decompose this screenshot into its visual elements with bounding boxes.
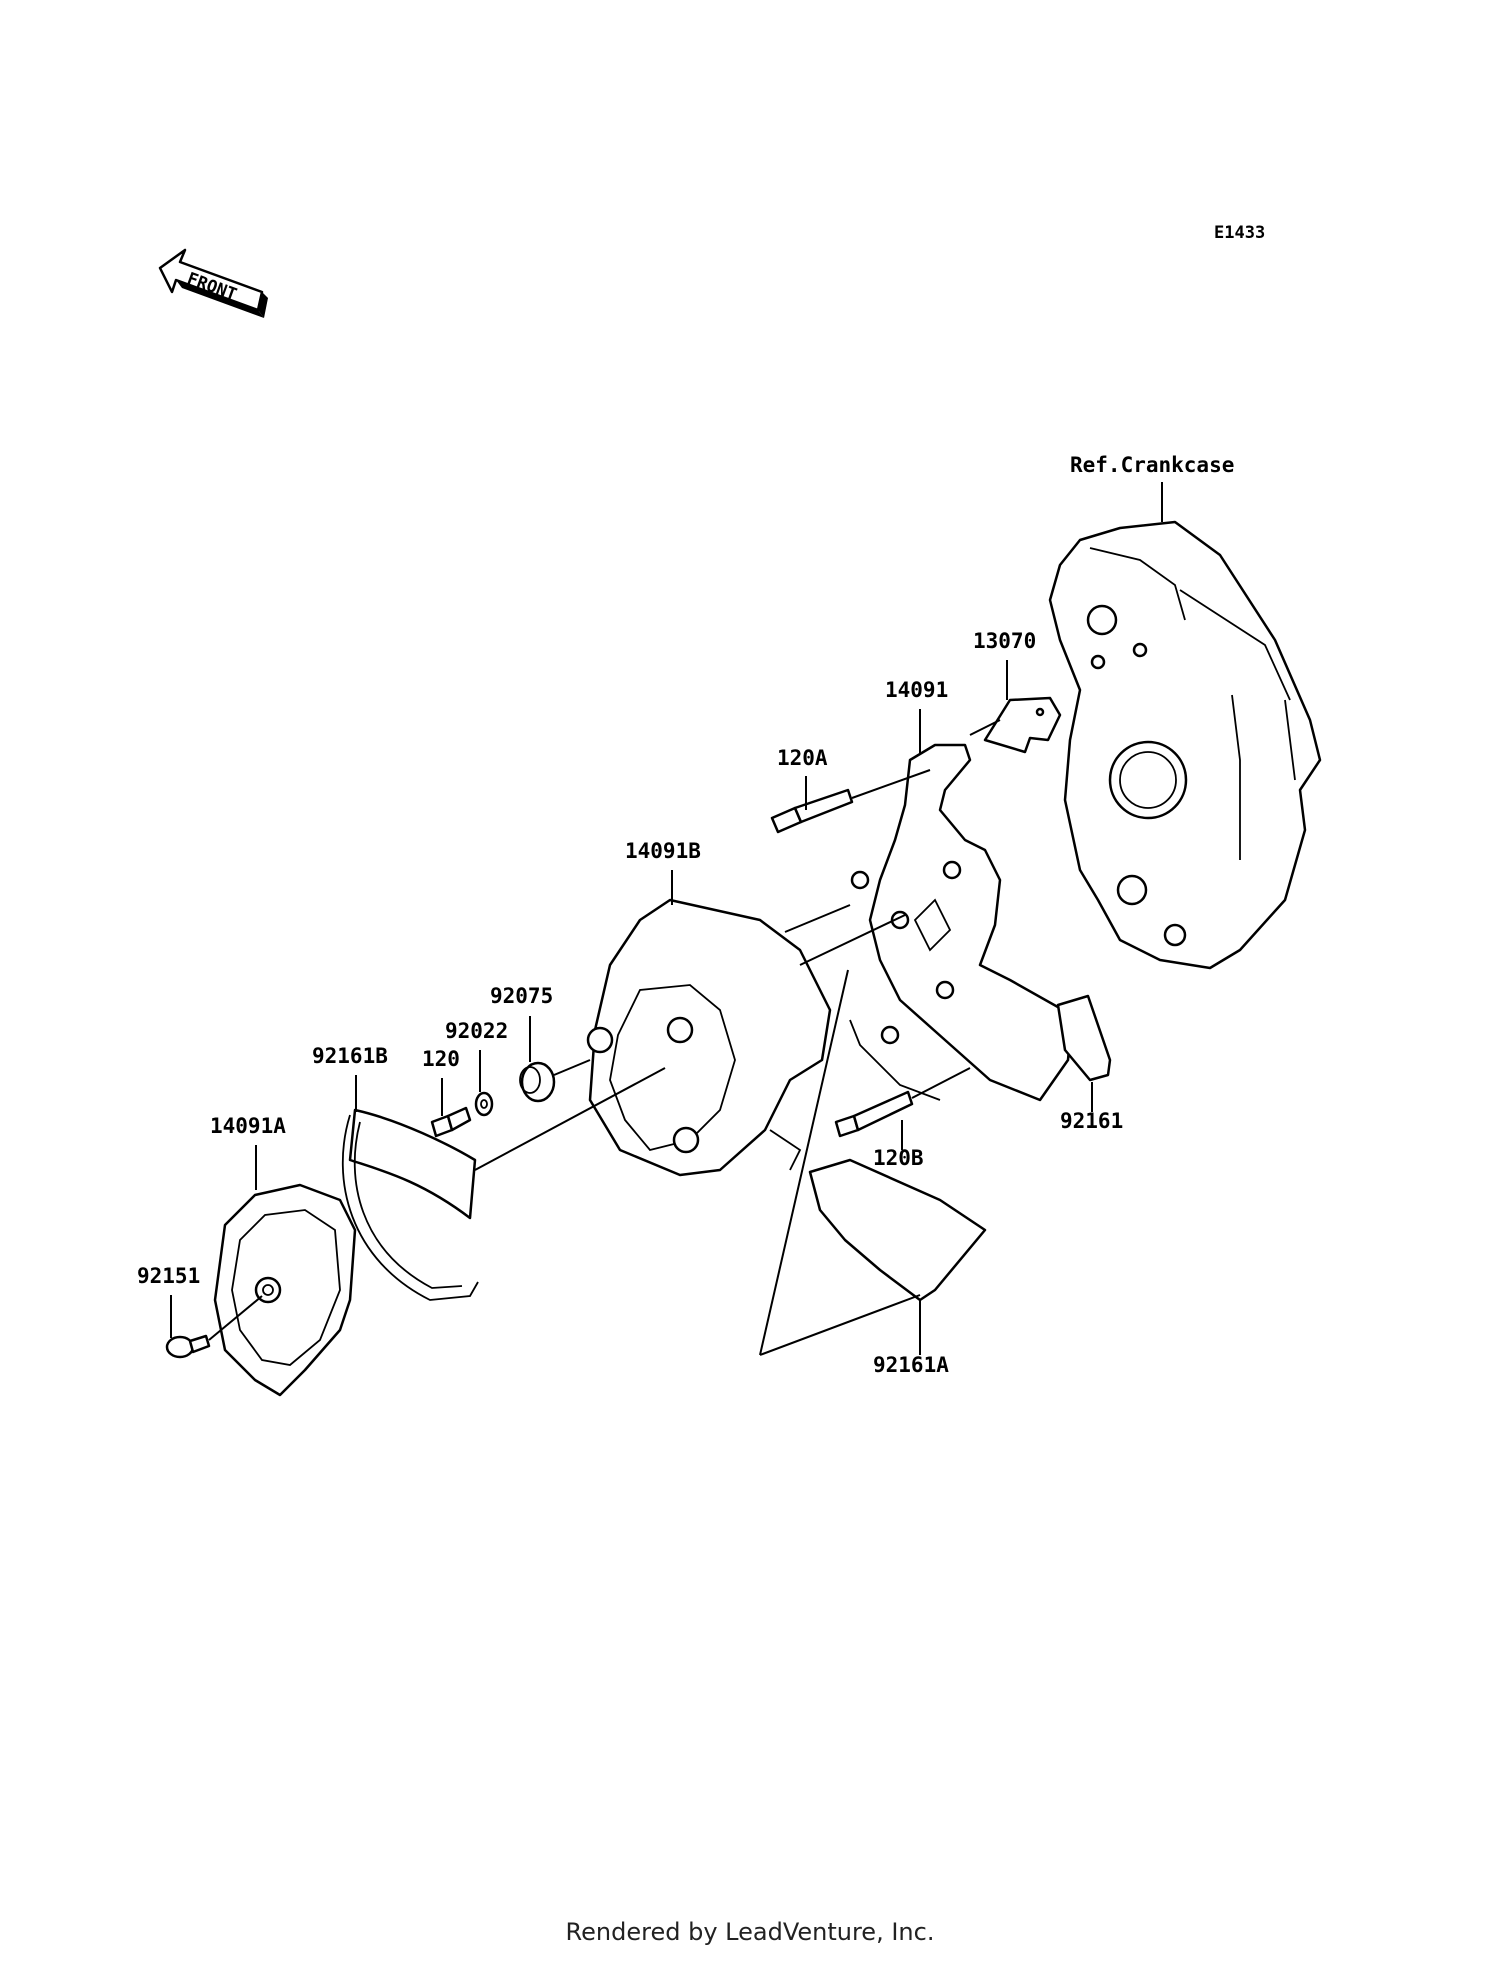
label-92161: 92161 xyxy=(1060,1109,1123,1133)
label-120B: 120B xyxy=(873,1146,924,1170)
part-92022 xyxy=(474,1091,494,1117)
part-92075 xyxy=(519,1061,556,1103)
diagram-code: E1433 xyxy=(1214,223,1265,243)
ref-crankcase-label: Ref.Crankcase xyxy=(1070,453,1234,477)
label-120: 120 xyxy=(422,1047,460,1071)
part-92161A xyxy=(808,1158,987,1302)
label-92151: 92151 xyxy=(137,1264,200,1288)
part-120B xyxy=(834,1090,914,1138)
part-14091 xyxy=(849,743,1074,1102)
part-120 xyxy=(430,1106,472,1138)
label-92075: 92075 xyxy=(490,984,553,1008)
front-arrow-icon: FRONT xyxy=(158,248,268,318)
part-14091B xyxy=(586,898,832,1177)
label-92161B: 92161B xyxy=(312,1044,388,1068)
part-92151 xyxy=(165,1334,211,1359)
label-92022: 92022 xyxy=(445,1019,508,1043)
label-14091A: 14091A xyxy=(210,1114,286,1138)
crankcase-illustration xyxy=(1048,520,1322,970)
label-92161A: 92161A xyxy=(873,1353,949,1377)
label-13070: 13070 xyxy=(973,629,1036,653)
label-120A: 120A xyxy=(777,746,828,770)
part-120A xyxy=(770,788,854,834)
part-14091A xyxy=(213,1183,357,1397)
part-13070 xyxy=(983,696,1062,754)
part-92161B xyxy=(341,1108,479,1301)
footer-credit: Rendered by LeadVenture, Inc. xyxy=(565,1918,935,1946)
label-14091B: 14091B xyxy=(625,839,701,863)
part-92161 xyxy=(1056,994,1112,1082)
label-14091: 14091 xyxy=(885,678,948,702)
